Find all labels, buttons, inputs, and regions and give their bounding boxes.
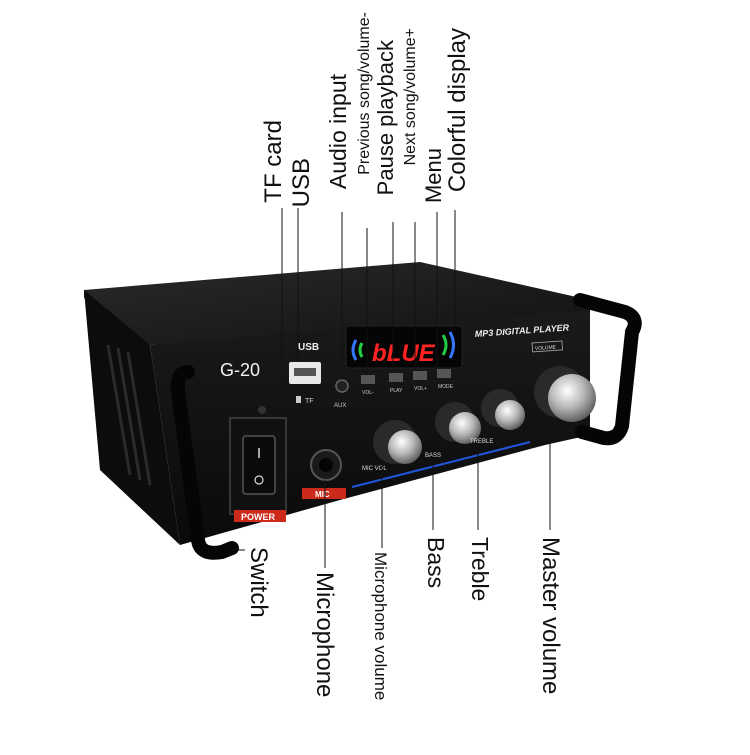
display-text: bLUE: [372, 340, 436, 367]
power-label: POWER: [241, 512, 276, 522]
usb-port-label: USB: [298, 342, 319, 353]
aux-jack: [335, 379, 349, 393]
right-handle: [573, 293, 642, 446]
mode-button[interactable]: [437, 369, 451, 378]
power-switch[interactable]: [242, 435, 276, 495]
next-button[interactable]: [413, 371, 427, 380]
tf-slot-label: TF: [305, 398, 314, 405]
bottom-callout-lines: [231, 422, 551, 568]
knob-label-treble: TREBLE: [470, 439, 493, 445]
volume-badge: VOLUME: [535, 344, 557, 352]
knob-label-mic-vol: MIC VOL: [362, 466, 387, 472]
callout-usb: USB: [288, 158, 315, 208]
side-vents: [106, 344, 152, 486]
top-callout-lines: [281, 208, 456, 395]
treble-knob[interactable]: [481, 389, 525, 430]
control-buttons: [361, 369, 451, 384]
callout-previous-song: Previous song/volume-: [356, 12, 373, 175]
callout-tf-card: TF card: [260, 120, 287, 203]
callout-treble: Treble: [467, 537, 493, 602]
model-label: G-20: [220, 360, 260, 380]
prev-button[interactable]: [361, 375, 375, 384]
left-handle: [170, 365, 239, 560]
mic-volume-knob[interactable]: [373, 420, 422, 464]
button-label-play: PLAY: [390, 388, 403, 394]
tf-slot: [296, 396, 301, 403]
callout-microphone: Microphone: [311, 572, 338, 698]
mic-plate: [302, 488, 346, 499]
callout-next-song: Next song/volume+: [402, 28, 419, 166]
play-button[interactable]: [389, 373, 403, 382]
callout-bass: Bass: [423, 537, 449, 589]
callout-audio-input: Audio input: [325, 74, 351, 190]
mic-label: MIC: [315, 490, 330, 499]
display-window: [345, 325, 463, 369]
callout-microphone-volume: Microphone volume: [371, 552, 390, 701]
aux-label: AUX: [334, 403, 346, 409]
master-volume-knob[interactable]: [534, 366, 596, 422]
callout-master-volume: Master volume: [537, 537, 564, 695]
power-plate: [234, 510, 286, 522]
button-label-vol-plus: VOL+: [414, 386, 427, 392]
bass-knob[interactable]: [435, 402, 481, 444]
button-label-vol-minus: VOL-: [362, 390, 374, 396]
callout-colorful-display: Colorful display: [444, 28, 471, 193]
button-label-mode: MODE: [438, 384, 454, 390]
callout-pause-playback: Pause playback: [373, 40, 398, 196]
callout-menu: Menu: [421, 148, 446, 204]
callout-switch: Switch: [245, 547, 272, 618]
